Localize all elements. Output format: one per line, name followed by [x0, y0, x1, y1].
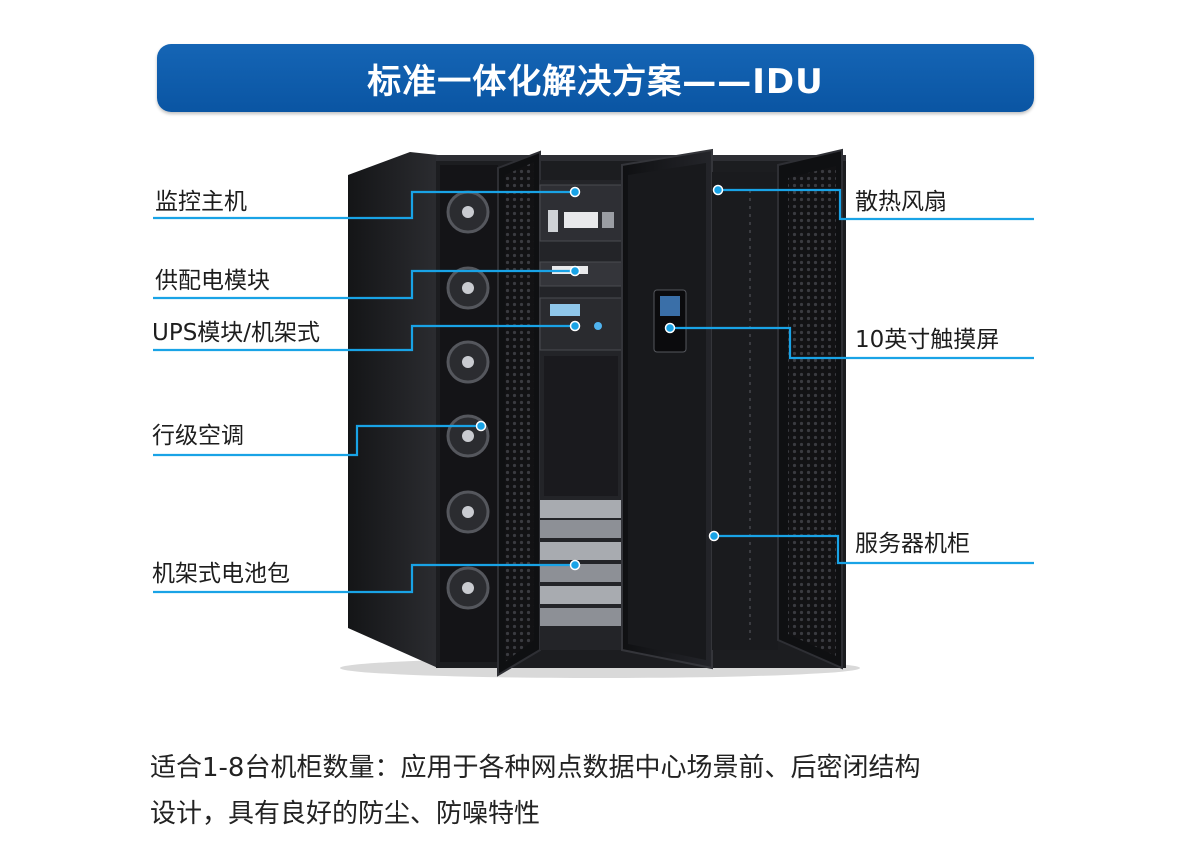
ups-module-unit	[539, 297, 623, 351]
callout-lines	[153, 188, 1034, 594]
description-line-1: 适合1-8台机柜数量：应用于各种网点数据中心场景前、后密闭结构	[150, 753, 921, 783]
callout-dots	[475, 184, 724, 571]
label-cooling-fan: 散热风扇	[855, 189, 947, 215]
callout-line-server-cabinet	[714, 534, 1034, 565]
touch-screen-unit	[653, 289, 687, 353]
callout-line-monitor-host	[153, 190, 575, 220]
label-monitor-host: 监控主机	[155, 189, 247, 215]
server-cabinet-interior	[712, 172, 778, 650]
callout-line-battery-pack	[153, 563, 575, 594]
label-power-module: 供配电模块	[155, 268, 270, 294]
cabinet-side-panel	[348, 152, 438, 668]
page-title: 标准一体化解决方案——IDU	[367, 61, 824, 102]
label-battery-pack: 机架式电池包	[152, 561, 290, 587]
rack-space	[544, 356, 618, 496]
description-line-2: 设计，具有良好的防尘、防噪特性	[150, 799, 541, 829]
callout-line-touch-screen	[670, 326, 1034, 360]
callout-line-row-ac	[153, 424, 481, 457]
title-banner: 标准一体化解决方案——IDU	[157, 44, 1034, 112]
label-ups-module: UPS模块/机架式	[152, 320, 321, 346]
callout-line-power-module	[153, 269, 575, 300]
description-text: 适合1-8台机柜数量：应用于各种网点数据中心场景前、后密闭结构 设计，具有良好的…	[150, 745, 1050, 837]
power-distribution-unit	[539, 261, 623, 287]
battery-pack-unit	[540, 500, 622, 626]
monitor-host-unit	[539, 184, 623, 242]
label-server-cabinet: 服务器机柜	[855, 531, 970, 557]
label-row-ac: 行级空调	[152, 423, 244, 449]
callout-line-cooling-fan	[718, 188, 1034, 221]
label-touch-screen: 10英寸触摸屏	[855, 327, 1000, 353]
callout-line-ups-module	[153, 324, 575, 352]
